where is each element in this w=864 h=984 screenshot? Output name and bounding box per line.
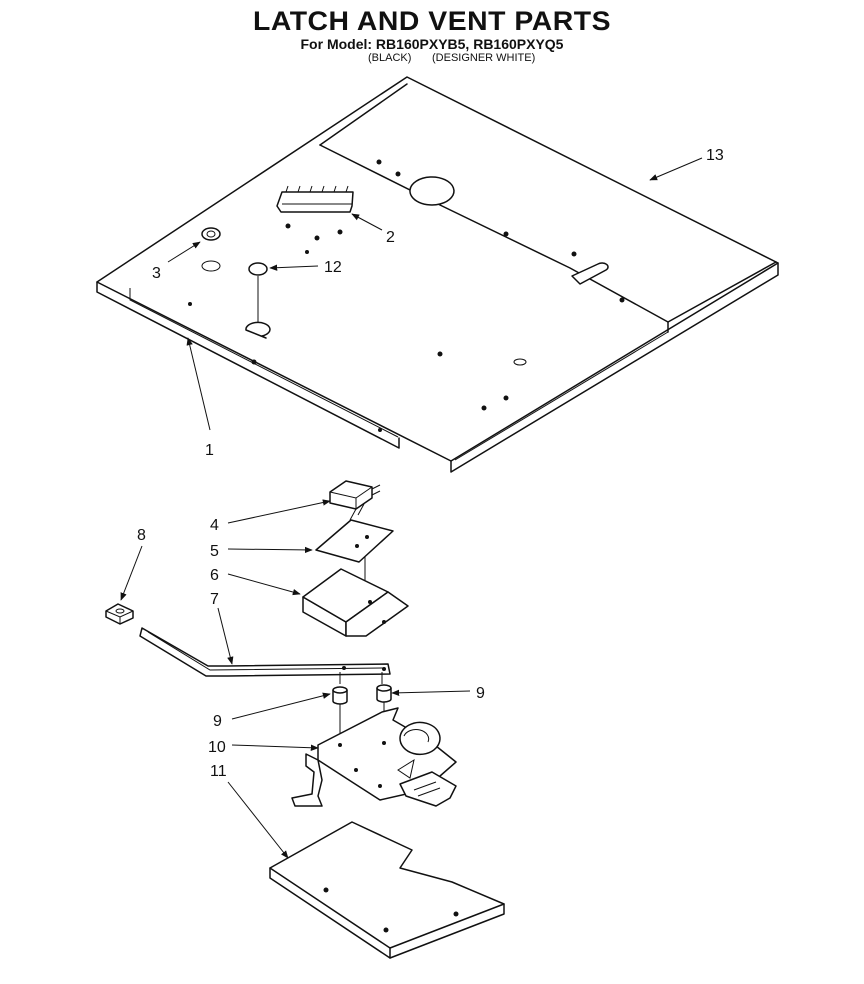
callout-11: 11	[210, 763, 227, 780]
callout-10: 10	[208, 739, 226, 756]
latch-assembly-part-10	[291, 707, 457, 807]
leader-8	[120, 545, 143, 601]
leader-13	[649, 157, 703, 181]
callout-6: 6	[210, 567, 219, 584]
base-plate-part-11	[269, 821, 505, 959]
callout-9-left: 9	[213, 713, 222, 730]
vent-bracket-part-2	[276, 185, 354, 213]
top-panel-part-1	[96, 76, 779, 473]
insulator-part-5	[315, 519, 394, 563]
leader-2	[351, 213, 383, 231]
leader-1	[186, 337, 211, 431]
callout-8: 8	[137, 527, 146, 544]
callout-12: 12	[324, 259, 342, 276]
callout-9-right: 9	[476, 685, 485, 702]
leader-9a	[231, 692, 331, 720]
knob-part-8	[105, 603, 134, 625]
leader-lines	[120, 157, 703, 859]
leader-5	[227, 546, 313, 554]
leader-12	[269, 264, 319, 271]
leader-6	[227, 573, 301, 596]
callout-4: 4	[210, 517, 219, 534]
callout-2: 2	[386, 229, 395, 246]
leader-11	[227, 781, 289, 859]
diagram-title: LATCH AND VENT PARTS	[252, 6, 612, 36]
callout-7: 7	[210, 591, 219, 608]
callout-numbers: 1 2 3 4 5 6 7 8 9 9 10 11 12 13	[137, 147, 724, 780]
grommet-part-3	[201, 227, 221, 272]
plug-part-12	[245, 262, 271, 339]
leader-3	[167, 241, 201, 263]
variant-designer-white: (DESIGNER WHITE)	[432, 52, 536, 64]
leader-7	[217, 607, 234, 665]
switch-part-4	[329, 480, 381, 521]
model-numbers: For Model: RB160PXYB5, RB160PXYQ5	[300, 36, 564, 52]
leader-4	[227, 499, 331, 524]
variant-black: (BLACK)	[368, 52, 412, 64]
callout-1: 1	[205, 442, 214, 459]
leader-10	[231, 744, 319, 751]
callout-5: 5	[210, 543, 219, 560]
leader-9b	[391, 689, 471, 697]
callout-13: 13	[706, 147, 724, 164]
latch-link-part-7	[139, 627, 391, 684]
callout-3: 3	[152, 265, 161, 282]
switch-bracket-part-6	[302, 556, 409, 637]
